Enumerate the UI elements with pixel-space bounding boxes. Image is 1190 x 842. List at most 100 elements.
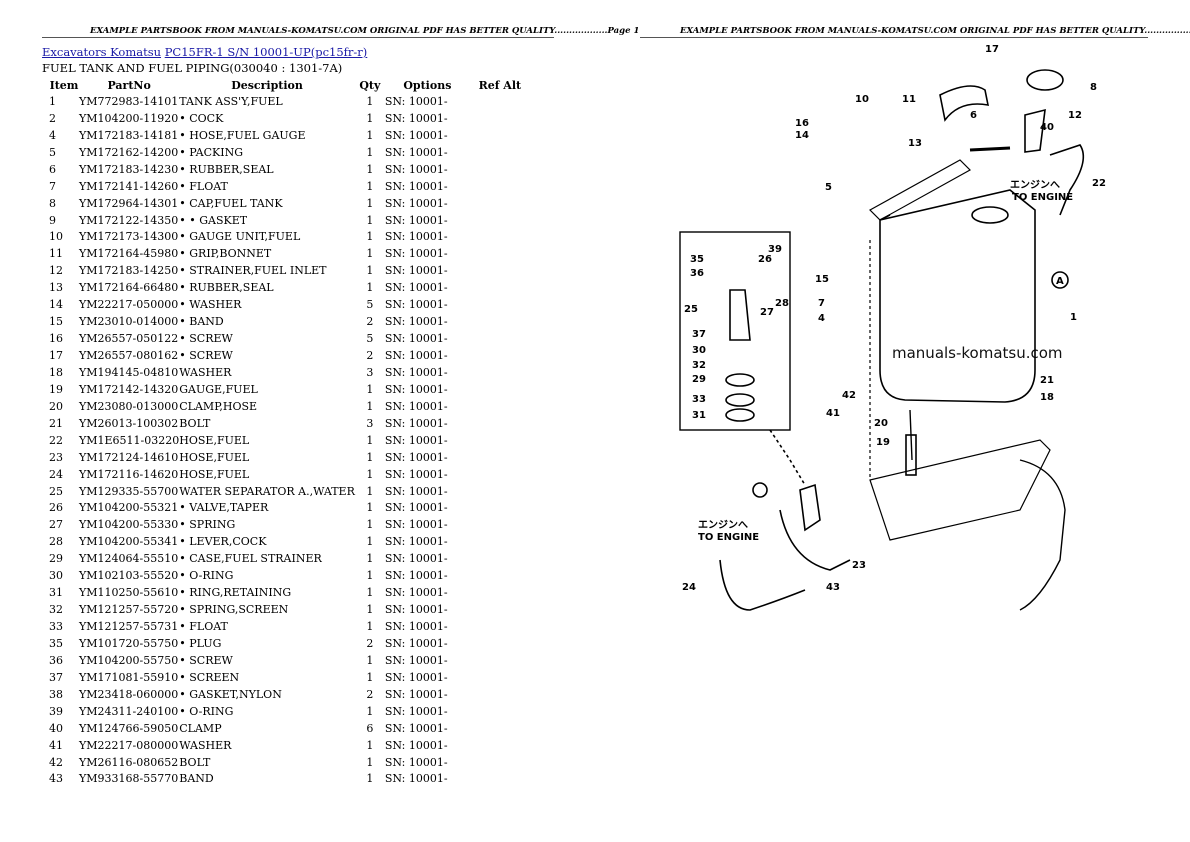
cell-refalt	[470, 279, 530, 296]
cell-item: 42	[49, 755, 63, 769]
cell-item: 32	[49, 603, 63, 617]
cell-refalt	[470, 652, 530, 669]
cell-options: SN: 10001-	[384, 128, 448, 142]
cell-options: SN: 10001-	[384, 586, 448, 600]
cell-refalt	[470, 110, 530, 127]
cell-description: • SCREW	[179, 332, 233, 346]
breadcrumb-link-excavators[interactable]: Excavators Komatsu	[42, 45, 162, 59]
cell-qty: 1	[366, 111, 374, 125]
cell-description: • SCREW	[179, 349, 233, 363]
cell-options: SN: 10001-	[384, 467, 448, 481]
callout-1: 1	[1070, 312, 1077, 323]
cell-item: 13	[49, 281, 63, 295]
callout-26: 26	[758, 254, 772, 265]
cell-description: • SPRING,SCREEN	[179, 603, 289, 617]
cell-qty: 1	[366, 552, 374, 566]
callout-23: 23	[852, 560, 866, 571]
cell-options: SN: 10001-	[384, 111, 448, 125]
cell-refalt	[470, 262, 530, 279]
cell-refalt	[470, 635, 530, 652]
cell-qty: 1	[366, 670, 374, 684]
cell-partno: YM124766-59050	[79, 721, 179, 735]
cell-partno: YM26116-080652	[79, 755, 179, 769]
callout-43: 43	[826, 582, 840, 593]
cell-description: • RUBBER,SEAL	[179, 162, 274, 176]
cell-qty: 1	[366, 145, 374, 159]
cell-description: CLAMP,HOSE	[179, 399, 258, 413]
cell-options: SN: 10001-	[384, 501, 448, 515]
cell-refalt	[470, 245, 530, 262]
fuel-cap	[1026, 69, 1064, 91]
cell-options: SN: 10001-	[384, 162, 448, 176]
cell-item: 1	[49, 94, 56, 108]
breadcrumb-link-model[interactable]: PC15FR-1 S/N 10001-UP(pc15fr-r)	[164, 45, 368, 59]
cell-description: HOSE,FUEL	[179, 433, 250, 447]
cell-qty: 1	[366, 247, 374, 261]
cell-partno: YM129335-55700	[79, 484, 179, 498]
cell-description: • FLOAT	[179, 620, 228, 634]
cell-partno: YM172162-14200	[79, 145, 179, 159]
cell-qty: 2	[366, 687, 374, 701]
cell-refalt	[470, 178, 530, 195]
strainer-body	[729, 289, 751, 341]
callout-31: 31	[692, 410, 706, 421]
cell-options: SN: 10001-	[384, 433, 448, 447]
cell-partno: YM24311-240100	[79, 704, 179, 718]
engine-label-jp-2: エンジンへ	[698, 519, 748, 531]
cell-qty: 1	[366, 399, 374, 413]
table-header-row: Item PartNo Description Qty Options Ref …	[42, 77, 530, 93]
cell-description: • GASKET,NYLON	[179, 687, 282, 701]
callout-39: 39	[768, 244, 782, 255]
cell-refalt	[470, 737, 530, 754]
cell-description: • SPRING	[179, 518, 236, 532]
cell-description: • PLUG	[179, 636, 222, 650]
cell-refalt	[470, 144, 530, 161]
cell-qty: 2	[366, 636, 374, 650]
cell-item: 17	[49, 349, 63, 363]
cell-options: SN: 10001-	[384, 721, 448, 735]
cell-qty: 1	[366, 704, 374, 718]
cell-options: SN: 10001-	[384, 603, 448, 617]
cell-options: SN: 10001-	[384, 552, 448, 566]
cell-partno: YM172141-14260	[79, 179, 179, 193]
callout-17: 17	[985, 44, 999, 55]
cell-item: 28	[49, 535, 63, 549]
cell-refalt	[470, 330, 530, 347]
cell-options: SN: 10001-	[384, 315, 448, 329]
cell-item: 11	[49, 247, 63, 261]
cell-qty: 1	[366, 586, 374, 600]
cell-partno: YM104200-11920	[79, 111, 179, 125]
cell-options: SN: 10001-	[384, 704, 448, 718]
cell-options: SN: 10001-	[384, 332, 448, 346]
cell-description: • LEVER,COCK	[179, 535, 267, 549]
callout-6: 6	[970, 110, 977, 121]
cell-refalt	[470, 618, 530, 635]
col-partno-header: PartNo	[107, 78, 151, 92]
cell-item: 4	[49, 128, 56, 142]
callout-41: 41	[826, 408, 840, 419]
inset-detail-frame	[679, 231, 791, 431]
cell-item: 33	[49, 620, 63, 634]
callout-10: 10	[855, 94, 869, 105]
cell-partno: YM104200-55750	[79, 653, 179, 667]
cell-item: 2	[49, 111, 56, 125]
cell-description: • GRIP,BONNET	[179, 247, 272, 261]
cell-description: • • GASKET	[179, 213, 248, 227]
cell-description: BOLT	[179, 416, 211, 430]
cell-qty: 2	[366, 315, 374, 329]
cell-options: SN: 10001-	[384, 196, 448, 210]
diagram-drawing	[679, 69, 1085, 611]
cell-refalt	[470, 313, 530, 330]
cell-item: 22	[49, 433, 63, 447]
cell-refalt	[470, 669, 530, 686]
callout-28: 28	[775, 298, 789, 309]
cell-description: • O-RING	[179, 569, 234, 583]
cell-partno: YM172964-14301	[79, 196, 179, 210]
